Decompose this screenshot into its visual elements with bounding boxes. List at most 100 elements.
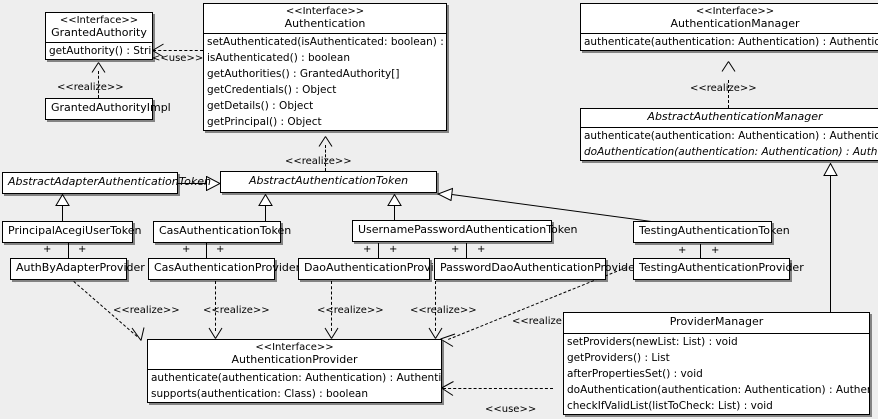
class-testing-authentication-token[interactable]: TestingAuthenticationToken [633,221,790,243]
realize-arrowhead-abstract-authentication-token [318,136,333,147]
class-abstract-authentication-token[interactable]: AbstractAuthenticationToken [220,171,437,193]
class-name-abstract-adapter-authentication-token: AbstractAdapterAuthenticationToken [8,175,211,188]
class-name-cas-authentication-token: CasAuthenticationToken [159,224,292,237]
realize-line-cas-authentication-provider [215,281,216,331]
class-header-username-password-authentication-token: UsernamePasswordAuthenticationToken [353,221,578,241]
stereotype-authentication: <<Interface>> [285,6,365,17]
class-cas-authentication-token[interactable]: CasAuthenticationToken [153,221,292,243]
realize-arrowhead-password-dao-authentication-provider [428,327,443,339]
generalization-arrowhead-abstract-adapter-token [206,176,221,191]
class-name-principal-acegi-user-token: PrincipalAcegiUserToken [8,224,142,237]
association-line-username-token-password-dao-provider [466,243,467,258]
generalization-line-principal-acegi-user-token [62,205,63,221]
label-realize-abstract-authentication-token: <<realize>> [285,156,352,167]
class-header-principal-acegi-user-token: PrincipalAcegiUserToken [3,222,142,242]
label-realize-abstract-authentication-manager: <<realize>> [690,83,757,94]
generalization-line-abstract-adapter-token [178,183,208,184]
method-item: isAuthenticated() : boolean [207,52,350,65]
realize-arrowhead-dao-authentication-provider [324,327,339,339]
generalization-line-cas-authentication-token [265,205,266,221]
class-name-authentication-provider: AuthenticationProvider [231,352,358,366]
association-plus-left-2: + [182,244,191,255]
class-header-granted-authority: <<Interface>> GrantedAuthority [46,13,152,42]
label-realize-cas-authentication-provider: <<realize>> [203,305,270,316]
class-name-username-password-authentication-token: UsernamePasswordAuthenticationToken [358,223,578,236]
class-username-password-authentication-token[interactable]: UsernamePasswordAuthenticationToken [352,220,578,242]
class-auth-by-adapter-provider[interactable]: AuthByAdapterProvider [10,258,145,280]
class-principal-acegi-user-token[interactable]: PrincipalAcegiUserToken [2,221,142,243]
class-name-provider-manager: ProviderManager [669,315,764,328]
class-cas-authentication-provider[interactable]: CasAuthenticationProvider [148,258,301,280]
class-authentication-manager[interactable]: <<Interface>> AuthenticationManager auth… [580,3,878,52]
class-name-abstract-authentication-manager: AbstractAuthenticationManager [647,110,823,123]
method-item: setProviders(newList: List) : void [567,335,738,348]
generalization-arrowhead-principal-acegi-user-token [55,194,70,206]
realize-arrowhead-abstract-authentication-manager [721,61,736,72]
association-plus-left-4: + [451,244,460,255]
class-name-cas-authentication-provider: CasAuthenticationProvider [154,261,301,274]
class-dao-authentication-provider[interactable]: DaoAuthenticationProvider [298,258,452,280]
methods-abstract-authentication-manager: authenticate(authentication: Authenticat… [581,126,878,160]
association-line-username-token-dao-provider [378,243,379,258]
generalization-arrowhead-cas-authentication-token [258,194,273,206]
class-granted-authority-impl[interactable]: GrantedAuthorityImpl [45,98,171,120]
class-header-cas-authentication-token: CasAuthenticationToken [154,222,292,242]
class-header-authentication-manager: <<Interface>> AuthenticationManager [581,4,878,33]
generalization-arrowhead-testing-authentication-token [437,186,453,201]
class-header-granted-authority-impl: GrantedAuthorityImpl [46,99,171,119]
class-abstract-authentication-manager[interactable]: AbstractAuthenticationManager authentica… [580,108,878,161]
use-line-granted-authority [153,50,203,51]
class-provider-manager[interactable]: ProviderManager setProviders(newList: Li… [563,312,870,415]
class-name-authentication: Authentication [284,16,366,30]
class-authentication[interactable]: <<Interface>> Authentication setAuthenti… [203,3,447,132]
methods-granted-authority: getAuthority() : String [46,42,152,59]
association-line-principal-acegi-auth-by-adapter [68,243,69,258]
methods-authentication-provider: authenticate(authentication: Authenticat… [148,369,441,402]
class-testing-authentication-provider[interactable]: TestingAuthenticationProvider [633,258,804,280]
label-use-provider-manager: <<use>> [485,404,537,415]
class-name-testing-authentication-provider: TestingAuthenticationProvider [639,261,804,274]
method-item: authenticate(authentication: Authenticat… [584,36,878,49]
class-header-authentication-provider: <<Interface>> AuthenticationProvider [148,340,441,369]
association-plus-left-3: + [363,244,372,255]
generalization-line-provider-manager [830,175,831,312]
class-header-abstract-adapter-authentication-token: AbstractAdapterAuthenticationToken [3,173,211,193]
methods-provider-manager: setProviders(newList: List) : void getPr… [564,332,869,414]
method-item: supports(authentication: Class) : boolea… [151,388,368,401]
method-item: afterPropertiesSet() : void [567,367,703,380]
class-name-abstract-authentication-token: AbstractAuthenticationToken [248,174,409,187]
method-item: getAuthority() : String [49,45,152,58]
class-name-testing-authentication-token: TestingAuthenticationToken [639,224,790,237]
use-line-provider-manager [443,388,553,389]
class-header-abstract-authentication-manager: AbstractAuthenticationManager [581,109,878,127]
class-header-password-dao-authentication-provider: PasswordDaoAuthenticationProvider [435,259,640,279]
association-plus-right-5: + [711,245,720,256]
method-item: setAuthenticated(isAuthenticated: boolea… [207,36,446,49]
association-plus-right-1: + [78,244,87,255]
association-line-cas-token-cas-provider [206,243,207,258]
realize-line-password-dao-authentication-provider [435,281,436,331]
method-item: doAuthentication(authentication: Authent… [584,145,878,158]
label-use-granted-authority: <<use>> [152,53,204,64]
realize-line-granted-authority-impl [98,71,99,98]
method-item: getAuthorities() : GrantedAuthority[] [207,68,400,81]
class-password-dao-authentication-provider[interactable]: PasswordDaoAuthenticationProvider [434,258,640,280]
method-item: checkIfValidList(listToCheck: List) : vo… [567,399,773,412]
class-granted-authority[interactable]: <<Interface>> GrantedAuthority getAuthor… [45,12,153,61]
association-plus-right-3: + [389,244,398,255]
realize-arrowhead-granted-authority-impl [91,62,106,73]
class-abstract-adapter-authentication-token[interactable]: AbstractAdapterAuthenticationToken [2,172,211,194]
methods-authentication: setAuthenticated(isAuthenticated: boolea… [204,33,446,130]
association-plus-left-5: + [678,245,687,256]
method-item: getCredentials() : Object [207,84,337,97]
generalization-line-testing-authentication-token [451,194,653,223]
label-realize-granted-authority-impl: <<realize>> [57,82,124,93]
class-name-granted-authority-impl: GrantedAuthorityImpl [51,101,171,114]
label-realize-password-dao-authentication-provider: <<realize>> [410,305,477,316]
association-plus-left-1: + [43,244,52,255]
class-name-password-dao-authentication-provider: PasswordDaoAuthenticationProvider [440,261,640,274]
class-authentication-provider[interactable]: <<Interface>> AuthenticationProvider aut… [147,339,442,404]
class-name-dao-authentication-provider: DaoAuthenticationProvider [304,261,452,274]
label-realize-testing-authentication-provider: <<realize>> [512,316,579,327]
